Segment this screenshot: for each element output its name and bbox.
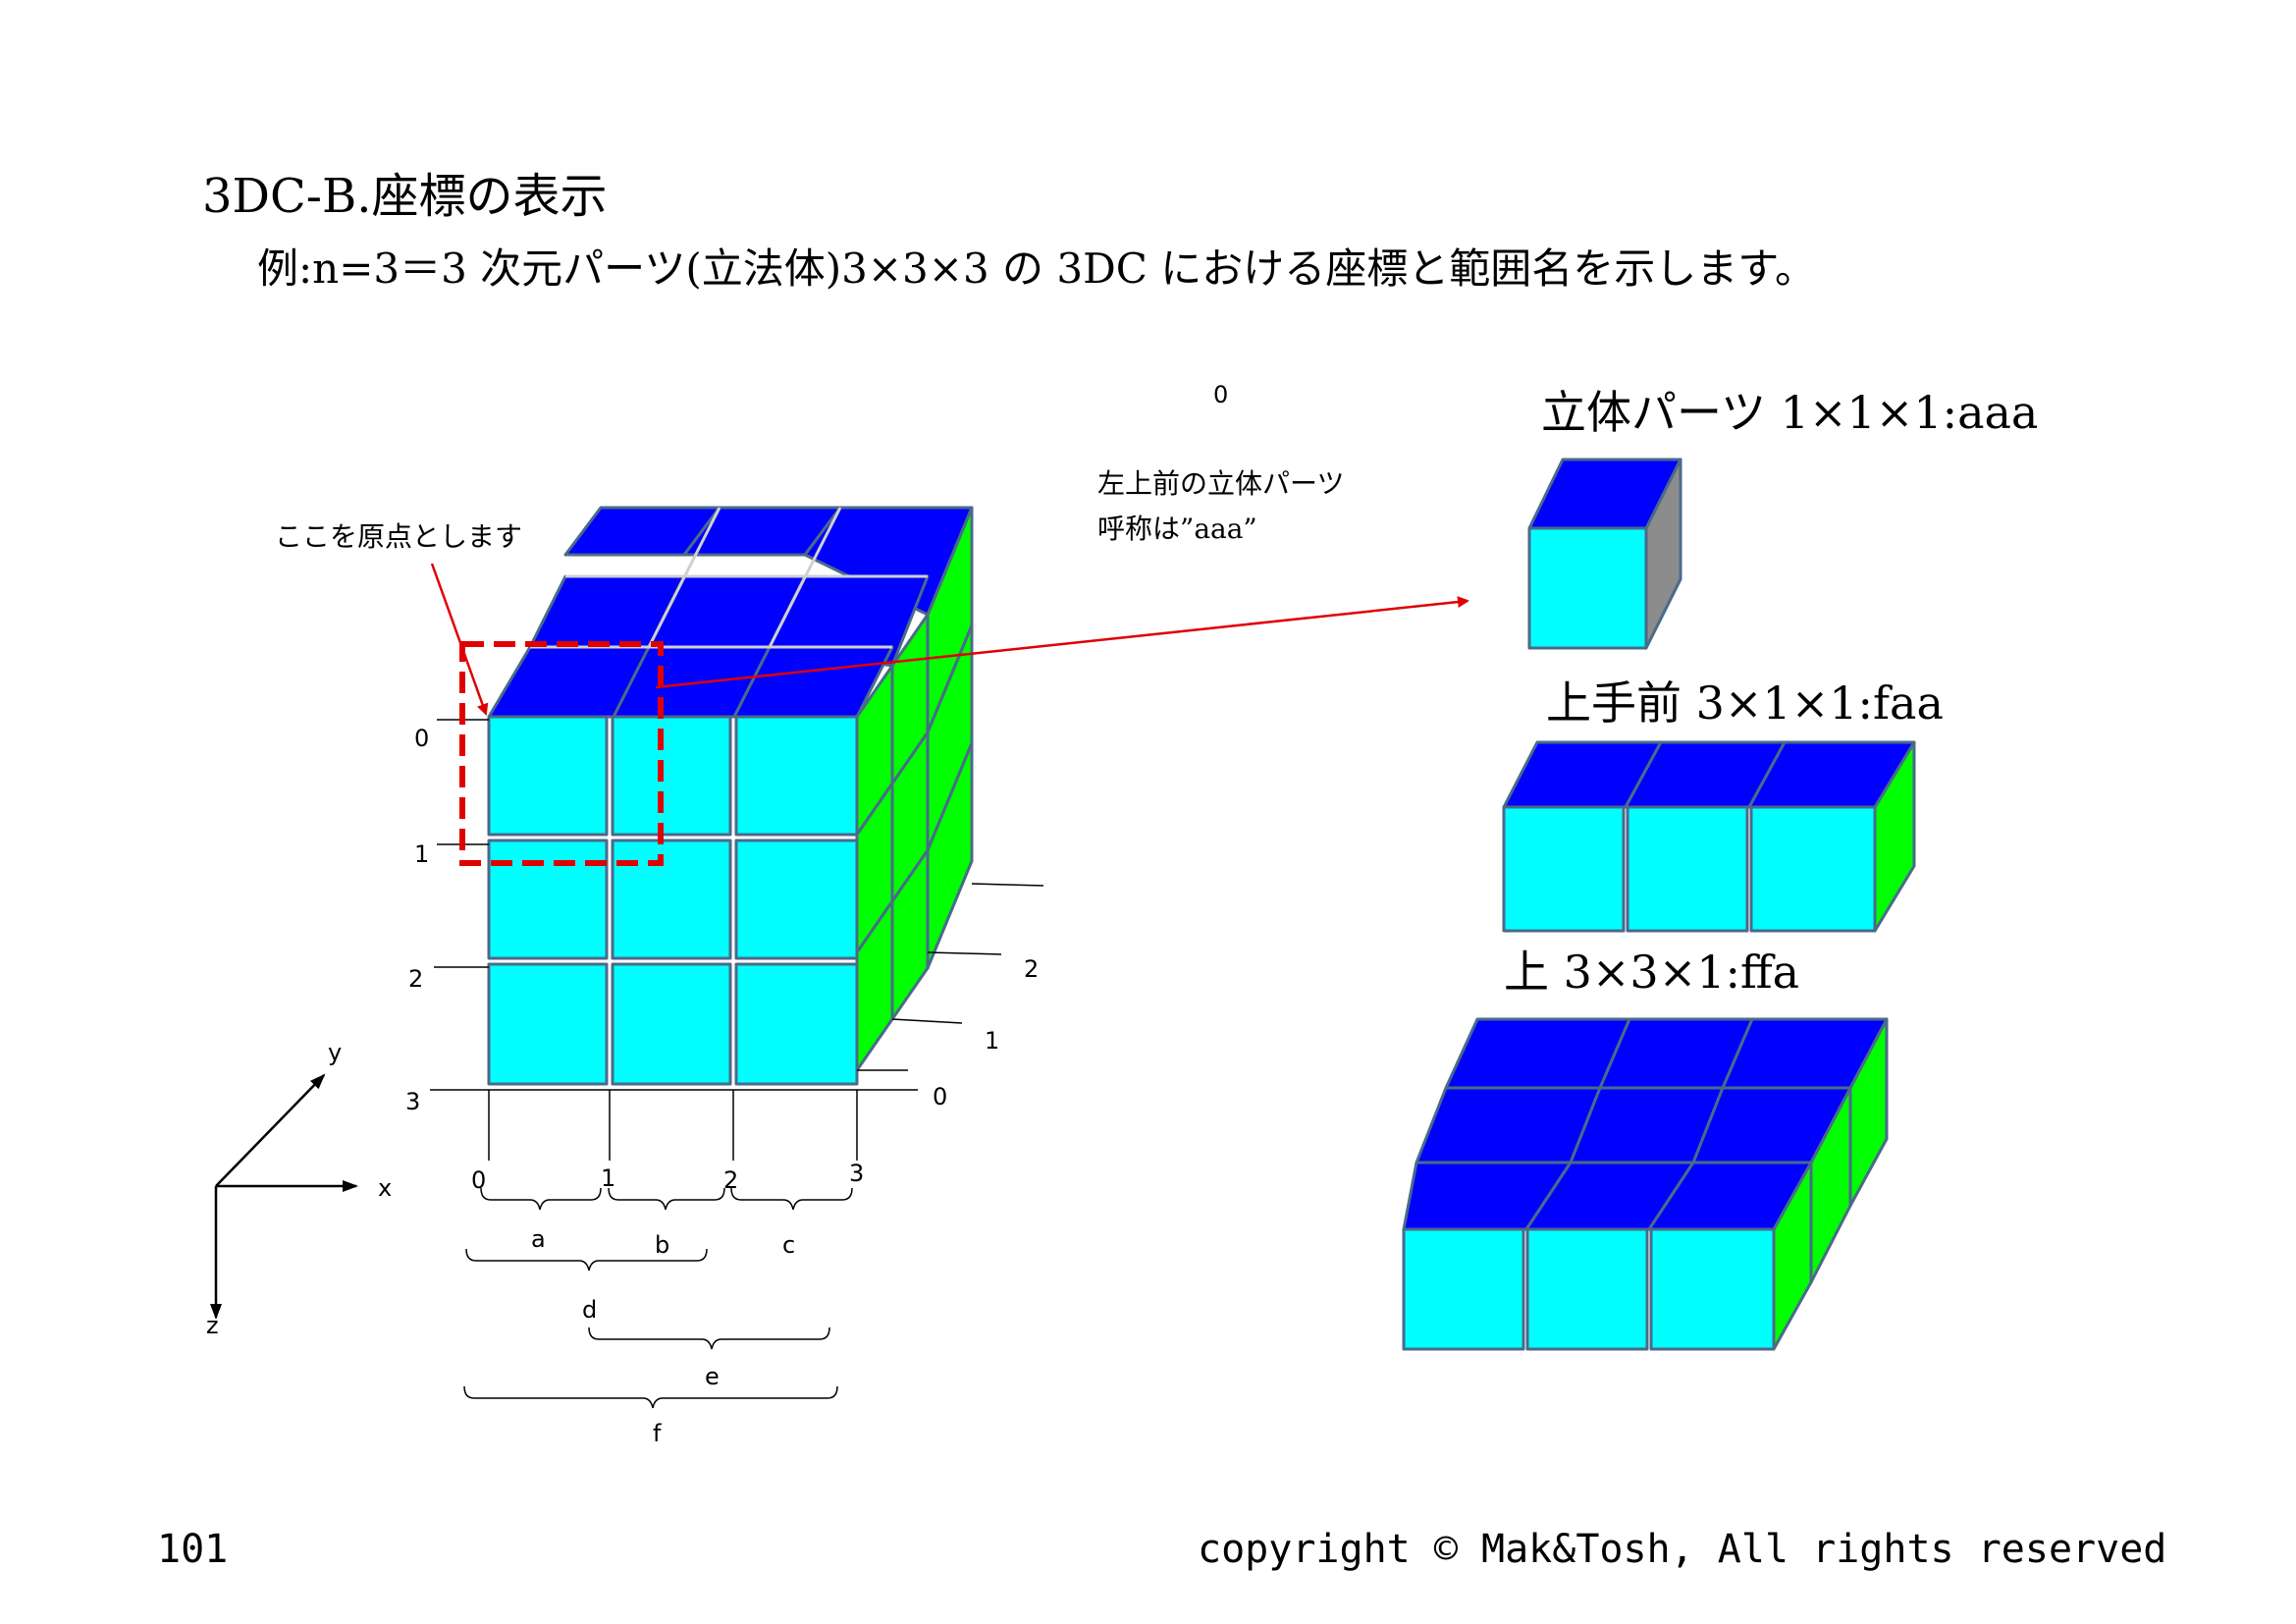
part-note-line1: 左上前の立体パーツ xyxy=(1097,467,1344,500)
z-tick-2: 2 xyxy=(408,965,423,993)
origin-arrow xyxy=(430,563,489,716)
brace-e xyxy=(588,1326,830,1350)
y-tick-2: 2 xyxy=(1024,955,1039,983)
example-layer-label: 上 3×3×1:ffa xyxy=(1504,946,1799,999)
brace-a xyxy=(480,1187,602,1211)
range-label-a: a xyxy=(531,1225,546,1253)
z-tick-0: 0 xyxy=(414,725,429,752)
example-single-label: 立体パーツ 1×1×1:aaa xyxy=(1541,386,2038,439)
example-row-label: 上手前 3×1×1:faa xyxy=(1546,677,1944,730)
range-label-d: d xyxy=(582,1296,597,1324)
range-label-e: e xyxy=(705,1363,720,1390)
brace-d xyxy=(465,1248,708,1272)
y-guide-lines xyxy=(857,883,1044,1071)
example-single-part xyxy=(1527,458,1682,650)
y-tick-1: 1 xyxy=(985,1027,999,1055)
y-axis-arrow xyxy=(215,1073,326,1187)
page-title: 3DC-B.座標の表示 xyxy=(202,169,608,224)
page-number: 101 xyxy=(157,1527,229,1572)
part-note-line2: 呼称は”aaa” xyxy=(1097,513,1257,545)
copyright-notice: copyright © Mak&Tosh, All rights reserve… xyxy=(1198,1527,2167,1572)
z-axis-label: z xyxy=(206,1312,219,1339)
axis-arrows xyxy=(210,1073,358,1320)
range-label-b: b xyxy=(655,1231,669,1259)
x-tick-2: 2 xyxy=(723,1166,738,1194)
example-layer xyxy=(1402,1017,1889,1351)
x-guide-lines xyxy=(488,1089,918,1161)
y-axis-label: y xyxy=(328,1039,342,1066)
main-cube xyxy=(487,506,974,1086)
x-axis-label: x xyxy=(378,1174,392,1202)
x-tick-0: 0 xyxy=(471,1166,486,1194)
brace-f xyxy=(463,1385,838,1409)
stray-zero-label: 0 xyxy=(1213,381,1228,408)
example-row xyxy=(1502,740,1916,933)
main-cube-front xyxy=(487,715,859,1086)
range-braces xyxy=(463,1187,853,1409)
range-label-f: f xyxy=(653,1420,662,1447)
z-tick-3: 3 xyxy=(405,1088,420,1115)
brace-c xyxy=(730,1187,853,1211)
x-tick-1: 1 xyxy=(601,1164,615,1192)
range-label-c: c xyxy=(782,1231,795,1259)
brace-b xyxy=(608,1187,725,1211)
origin-highlight xyxy=(459,641,664,866)
page-subtitle: 例:n=3＝3 次元パーツ(立法体)3×3×3 の 3DC における座標と範囲名… xyxy=(257,244,1817,293)
origin-note: ここを原点とします xyxy=(275,520,522,553)
z-tick-1: 1 xyxy=(414,840,429,868)
y-tick-0: 0 xyxy=(933,1083,947,1110)
x-tick-3: 3 xyxy=(849,1160,864,1187)
part-arrow xyxy=(655,596,1469,689)
